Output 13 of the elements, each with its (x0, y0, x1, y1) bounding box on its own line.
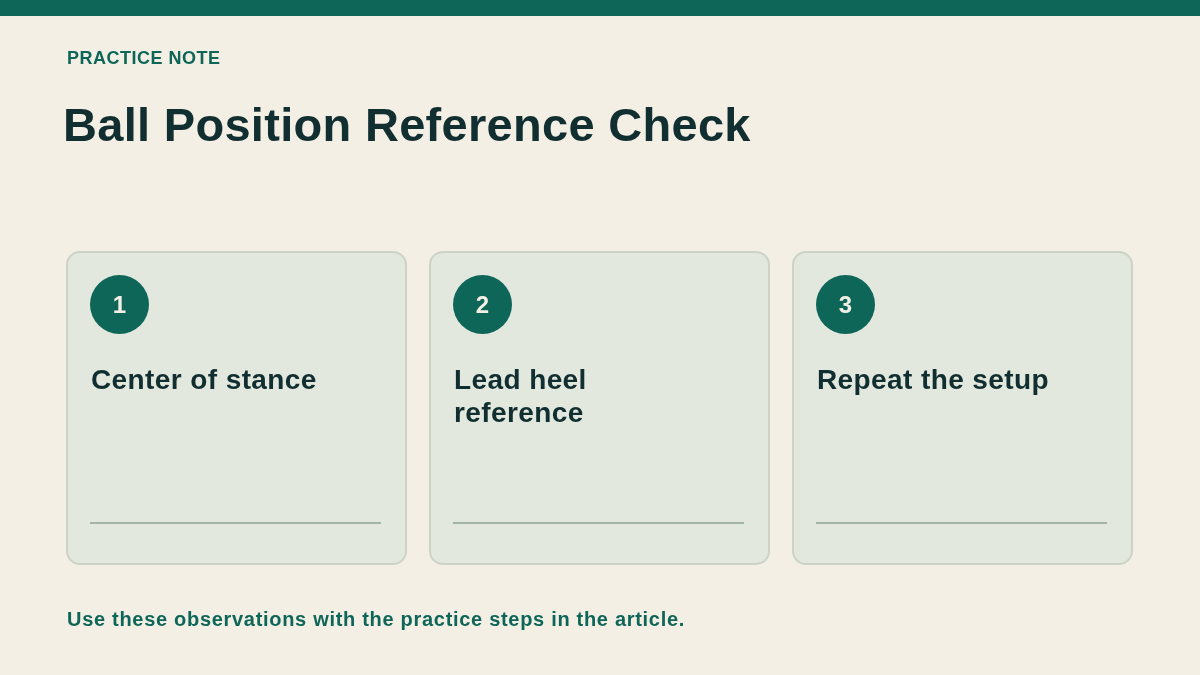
step-number-badge: 1 (90, 275, 149, 334)
step-card (792, 251, 1133, 565)
caption-text: Use these observations with the practice steps in the article. (67, 607, 686, 632)
step-number-badge: 2 (453, 275, 512, 334)
step-card (66, 251, 407, 565)
step-heading: Center of stance (91, 363, 318, 396)
top-band (0, 0, 1200, 16)
step-heading: Repeat the setup (817, 363, 1050, 396)
step-heading: Lead heel reference (454, 363, 588, 429)
diagram-title: Ball Position Reference Check (63, 97, 751, 153)
kicker-label: PRACTICE NOTE (67, 47, 221, 69)
step-number-badge: 3 (816, 275, 875, 334)
step-card (429, 251, 770, 565)
